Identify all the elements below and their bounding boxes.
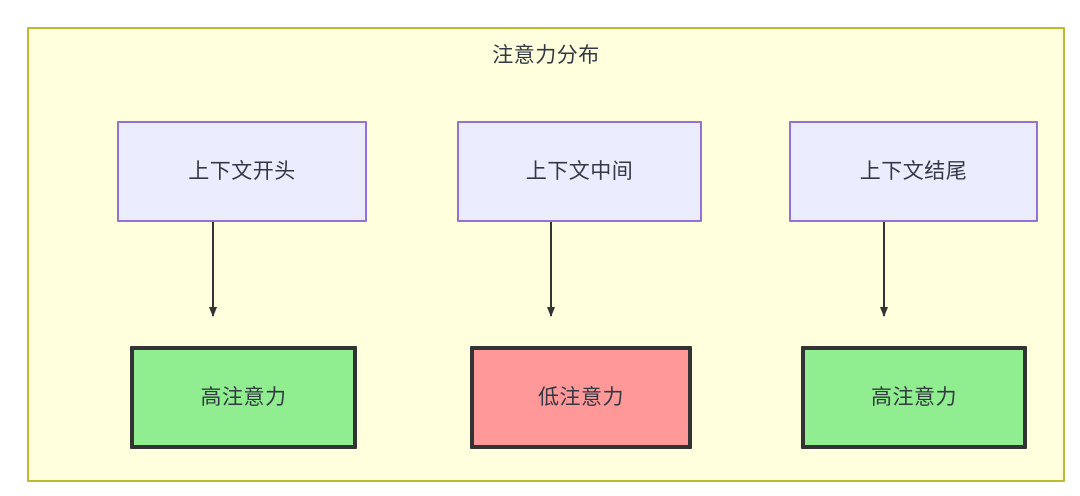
node-high-attention-end[interactable]: 高注意力 <box>801 346 1027 449</box>
node-low-attention-middle-label: 低注意力 <box>538 385 624 409</box>
node-context-end-label: 上下文结尾 <box>859 159 968 183</box>
node-context-start-label: 上下文开头 <box>188 159 296 183</box>
node-context-start[interactable]: 上下文开头 <box>117 121 367 222</box>
attention-distribution-subgraph: 注意力分布 上下文开头 上下文中间 上下文结尾 高注意力 低 <box>27 27 1065 482</box>
node-context-middle-label: 上下文中间 <box>525 159 634 183</box>
node-low-attention-middle[interactable]: 低注意力 <box>470 346 692 449</box>
node-high-attention-start-label: 高注意力 <box>200 385 287 409</box>
node-context-end[interactable]: 上下文结尾 <box>789 121 1038 222</box>
node-high-attention-end-label: 高注意力 <box>871 385 957 409</box>
page-title: 注意力分布 <box>492 44 600 67</box>
node-context-middle[interactable]: 上下文中间 <box>457 121 702 222</box>
node-high-attention-start[interactable]: 高注意力 <box>130 346 357 449</box>
